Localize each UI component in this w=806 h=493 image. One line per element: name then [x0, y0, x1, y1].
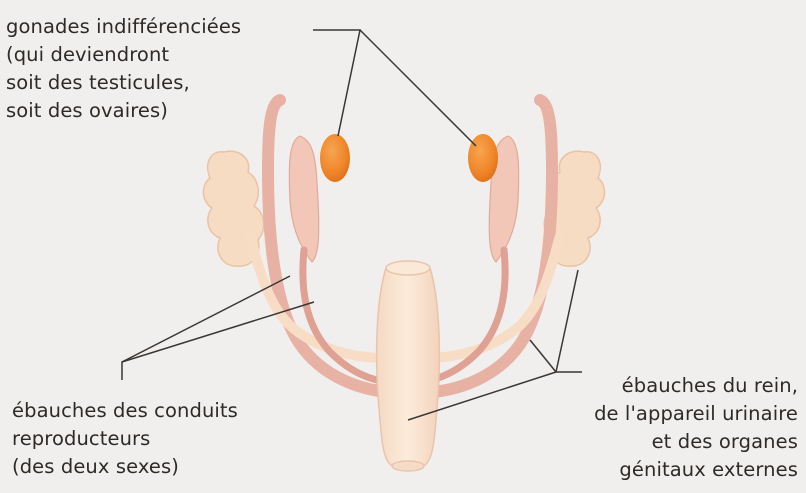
left-mesonephric-body	[289, 136, 318, 262]
label-kidney: ébauches du rein, de l'appareil urinaire…	[594, 372, 798, 484]
label-kidney-line-3: et des organes	[594, 428, 798, 456]
label-gonads-line-4: soit des ovaires)	[6, 97, 241, 125]
label-gonads: gonades indifférenciées (qui deviendront…	[6, 13, 241, 125]
label-ducts: ébauches des conduits reproducteurs (des…	[12, 397, 238, 481]
label-kidney-line-1: ébauches du rein,	[594, 372, 798, 400]
urogenital-sinus	[377, 261, 440, 471]
label-gonads-line-1: gonades indifférenciées	[6, 13, 241, 41]
label-gonads-line-2: (qui deviendront	[6, 41, 241, 69]
right-gonad	[468, 134, 498, 182]
right-structures	[420, 100, 605, 392]
label-ducts-line-2: reproducteurs	[12, 425, 238, 453]
left-gonad	[320, 134, 350, 182]
left-structures	[203, 100, 388, 392]
label-kidney-line-2: de l'appareil urinaire	[594, 400, 798, 428]
label-gonads-line-3: soit des testicules,	[6, 69, 241, 97]
label-ducts-line-1: ébauches des conduits	[12, 397, 238, 425]
label-ducts-line-3: (des deux sexes)	[12, 453, 238, 481]
label-kidney-line-4: génitaux externes	[594, 456, 798, 484]
